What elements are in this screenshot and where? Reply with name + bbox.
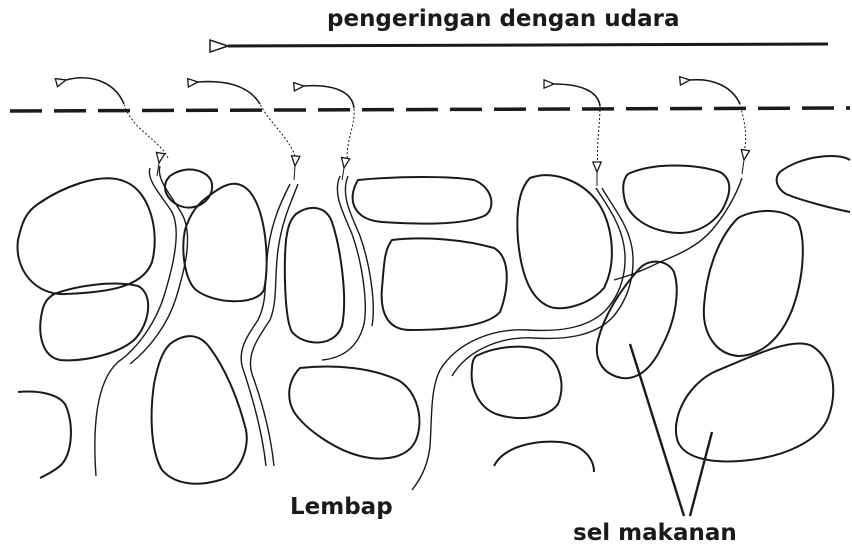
cell-pointer-lines: [630, 344, 712, 516]
escape-arrow-3: [304, 86, 354, 108]
escape-arrow-5: [690, 80, 740, 104]
airflow-title: pengeringan dengan udara: [327, 6, 680, 32]
food-cell: [18, 392, 71, 478]
pointer-line-2: [690, 432, 712, 516]
escape-arrow-2: [198, 82, 260, 104]
food-cell: [152, 336, 247, 484]
food-cell: [676, 343, 833, 461]
surface-boundary-line: [10, 108, 850, 111]
food-cell: [494, 442, 594, 472]
food-cell: [40, 284, 148, 361]
food-cell: [382, 238, 507, 330]
escape-head-5: [742, 160, 744, 174]
food-cell: [353, 177, 492, 224]
food-cell: [704, 211, 803, 356]
escape-path-3: [347, 108, 354, 162]
escape-head-2: [294, 166, 295, 180]
escape-head-1: [157, 163, 159, 176]
escape-arrow-1: [66, 78, 124, 104]
food-cells: [18, 156, 850, 484]
food-cell: [285, 208, 344, 343]
food-cells-label: sel makanan: [573, 520, 737, 546]
escape-arrow-4: [554, 84, 600, 106]
food-cell: [623, 166, 729, 234]
escape-path-2: [260, 104, 296, 160]
food-cell: [472, 347, 562, 418]
food-cell: [597, 262, 677, 379]
food-cell: [183, 184, 266, 302]
food-cell: [289, 367, 419, 459]
escape-path-5: [740, 104, 746, 152]
food-cell: [517, 175, 612, 308]
escape-head-3: [342, 168, 344, 180]
escape-path-4: [597, 106, 600, 168]
airflow-arrow: [228, 44, 828, 46]
food-cell: [165, 170, 212, 208]
moist-label: Lembap: [290, 494, 393, 520]
moisture-escape-arrows: [66, 78, 746, 186]
food-cell: [777, 156, 850, 212]
food-cell: [18, 178, 155, 294]
